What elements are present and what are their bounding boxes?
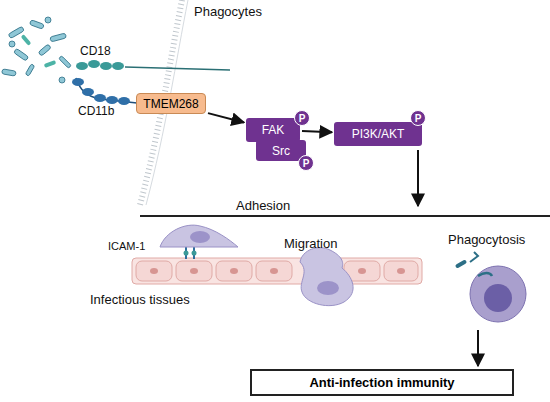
node-text: P	[415, 113, 422, 124]
label: Migration	[284, 236, 337, 251]
node-text: Anti-infection immunity	[309, 375, 454, 390]
node-text: P	[303, 158, 310, 169]
adhering-cell	[160, 225, 238, 259]
node-text: P	[299, 113, 306, 124]
label: CD18	[80, 44, 111, 58]
migrating-cell	[300, 248, 353, 306]
node-text: PI3K/AKT	[352, 127, 405, 141]
cd18-chain	[76, 60, 230, 70]
connector	[208, 113, 244, 122]
label: Infectious tissues	[90, 292, 190, 307]
phagocyte	[455, 252, 526, 322]
protein-box: TMEM268	[136, 93, 206, 114]
kinase-box: PI3K/AKT	[334, 122, 422, 146]
label: Phagocytosis	[448, 232, 525, 247]
divider	[140, 215, 550, 217]
bacteria-dark	[21, 34, 57, 68]
label: CD11b	[78, 104, 114, 118]
phospho-circle: P	[410, 110, 426, 126]
cd11b-chain	[72, 78, 137, 105]
kinase-box: FAK	[246, 118, 300, 142]
signal-arrow	[417, 150, 419, 206]
node-text: Src	[272, 144, 290, 158]
node-text: TMEM268	[143, 97, 198, 111]
label: Phagocytes	[194, 4, 262, 19]
phospho-circle: P	[294, 110, 310, 126]
label: Adhesion	[236, 198, 290, 213]
node-text: FAK	[262, 123, 285, 137]
connector	[302, 131, 332, 132]
outcome-box: Anti-infection immunity	[250, 369, 514, 396]
result-arrow	[477, 330, 479, 366]
label: ICAM-1	[108, 240, 145, 252]
tissue-nuclei	[150, 268, 405, 274]
bacteria	[2, 17, 72, 83]
tissue	[132, 258, 422, 284]
phospho-circle: P	[298, 155, 314, 171]
